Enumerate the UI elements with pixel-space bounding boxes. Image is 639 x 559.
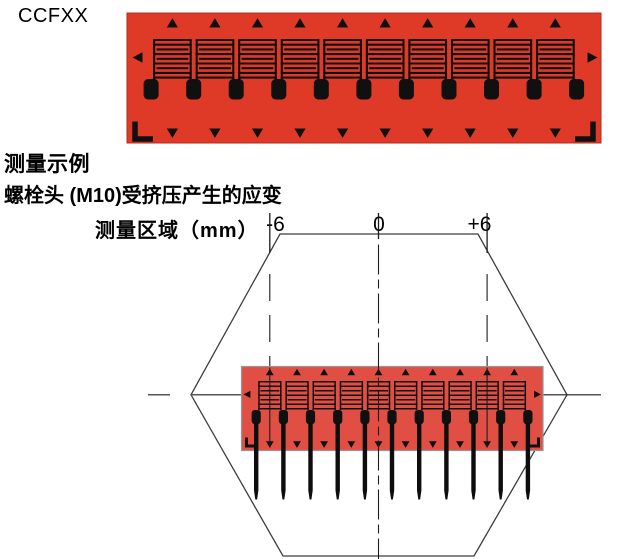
measure-region-overlay-lines [269, 244, 488, 559]
top-gauge-fiducial-triangles [132, 18, 598, 138]
right-arrow-fiducial [587, 52, 598, 63]
bolt-head-hexagon-outline [190, 233, 568, 557]
construction-lines [148, 213, 601, 396]
measure-region-lines-on-gauge [269, 367, 488, 448]
example-title: 测量示例 [4, 153, 90, 176]
measuring-area-label: 测量区域（mm） [95, 220, 259, 242]
applied-gauge-fiducial-triangles [243, 368, 541, 448]
top-gauge-corner-marks [132, 121, 596, 142]
applied-gauge-corner-marks [245, 437, 540, 448]
left-arrow-fiducial [243, 390, 251, 398]
tick-marks [269, 213, 488, 253]
bolt-head-figure [148, 213, 601, 559]
measure-region-dashed-lines [269, 274, 488, 366]
top-gauge-label: CCFXX [18, 5, 89, 27]
left-arrow-fiducial [132, 52, 143, 63]
tick-label-minus6: -6 [266, 213, 285, 236]
tick-label-plus6: +6 [467, 213, 492, 236]
example-subtitle: 螺栓头 (M10)受挤压产生的应变 [4, 185, 282, 207]
right-arrow-fiducial [534, 390, 541, 398]
top-gauge-figure [126, 12, 602, 144]
